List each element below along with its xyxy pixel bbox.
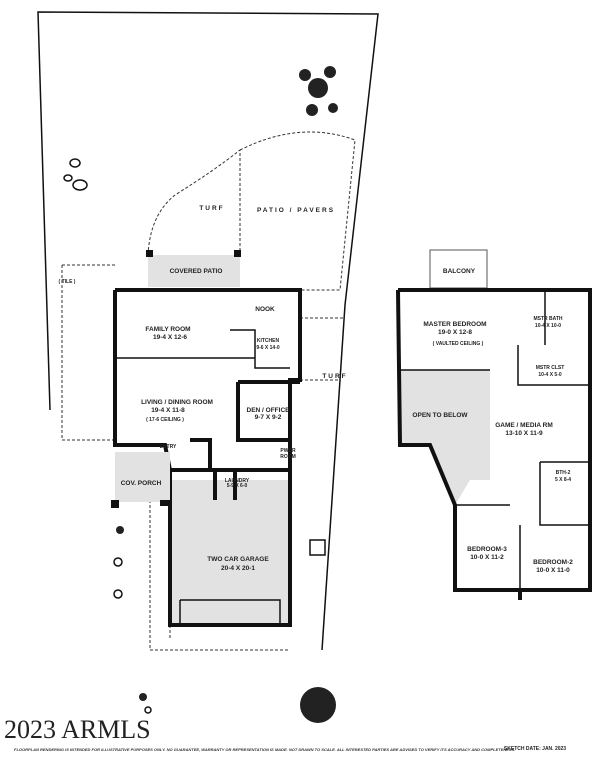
master-bath-label: MSTR BATH — [533, 316, 562, 322]
game-media-label: GAME / MEDIA RM — [495, 422, 553, 429]
lot-boundary — [37, 11, 379, 651]
patio-boundary — [147, 131, 356, 291]
garage-label: TWO CAR GARAGE — [207, 556, 269, 563]
entry-label: ENTRY — [160, 444, 177, 450]
patio-pavers-label: PATIO / PAVERS — [257, 207, 335, 214]
master-bedroom-size: 19-0 X 12-8 — [438, 329, 472, 336]
turf-right-label: TURF — [322, 373, 347, 380]
pwdr-label-2: ROOM — [280, 454, 296, 460]
open-to-below-label: OPEN TO BELOW — [412, 412, 468, 419]
turf-label: TURF — [199, 205, 224, 212]
boulders-icon — [63, 158, 88, 191]
garage-size: 20-4 X 20-1 — [221, 565, 255, 572]
bath-2-label: BTH-2 — [556, 470, 571, 476]
watermark: 2023 ARMLS — [4, 715, 151, 744]
covered-patio-label: COVERED PATIO — [170, 268, 223, 275]
bedroom-3-size: 10-0 X 11-2 — [470, 554, 504, 561]
pwdr-label: PWDR — [280, 448, 296, 454]
den-office-size: 9-7 X 9-2 — [255, 414, 282, 421]
laundry-size: 5-9 X 6-0 — [227, 483, 248, 489]
master-closet-size: 10-4 X 5-0 — [538, 372, 562, 378]
walkway — [61, 264, 345, 651]
bath-2-size: 5 X 8-4 — [555, 477, 571, 483]
living-dining-size: 19-4 X 11-8 — [151, 407, 185, 414]
covered-patio — [148, 255, 240, 287]
shrub-icon — [116, 526, 336, 723]
cov-porch-label: COV. PORCH — [121, 480, 162, 487]
living-dining-label: LIVING / DINING ROOM — [141, 399, 213, 406]
nook-label: NOOK — [255, 306, 275, 313]
laundry-label: LAUNDRY — [225, 478, 250, 484]
ground-floor-walls — [111, 288, 302, 627]
master-bath-size: 10-4 X 10-0 — [535, 323, 561, 329]
master-bedroom-note: ( VAULTED CEILING ) — [433, 341, 484, 347]
open-to-below-area — [400, 370, 490, 505]
bedroom-2-label: BEDROOM-2 — [533, 559, 573, 566]
kitchen-size: 9-6 X 14-0 — [256, 345, 280, 351]
family-room-size: 19-4 X 12-6 — [153, 334, 187, 341]
tile-label: ( TILE ) — [59, 279, 76, 285]
bedroom-3-label: BEDROOM-3 — [467, 546, 507, 553]
living-dining-note: ( 17-6 CEILING ) — [146, 417, 184, 423]
plant-icons — [113, 539, 326, 714]
bedroom-2-size: 10-0 X 11-0 — [536, 567, 570, 574]
kitchen-label: KITCHEN — [257, 338, 280, 344]
game-media-size: 13-10 X 11-9 — [505, 430, 543, 437]
master-bedroom-label: MASTER BEDROOM — [423, 321, 486, 328]
master-closet-label: MSTR CLST — [536, 365, 565, 371]
disclaimer: FLOORPLAN RENDERING IS INTENDED FOR ILLU… — [14, 747, 515, 752]
tree-icon — [299, 66, 338, 116]
balcony-label: BALCONY — [443, 268, 476, 275]
family-room-label: FAMILY ROOM — [145, 326, 190, 333]
sketch-date: SKETCH DATE: JAN. 2023 — [504, 746, 566, 752]
den-office-label: DEN / OFFICE — [247, 407, 291, 414]
upper-floor-walls — [396, 288, 592, 600]
